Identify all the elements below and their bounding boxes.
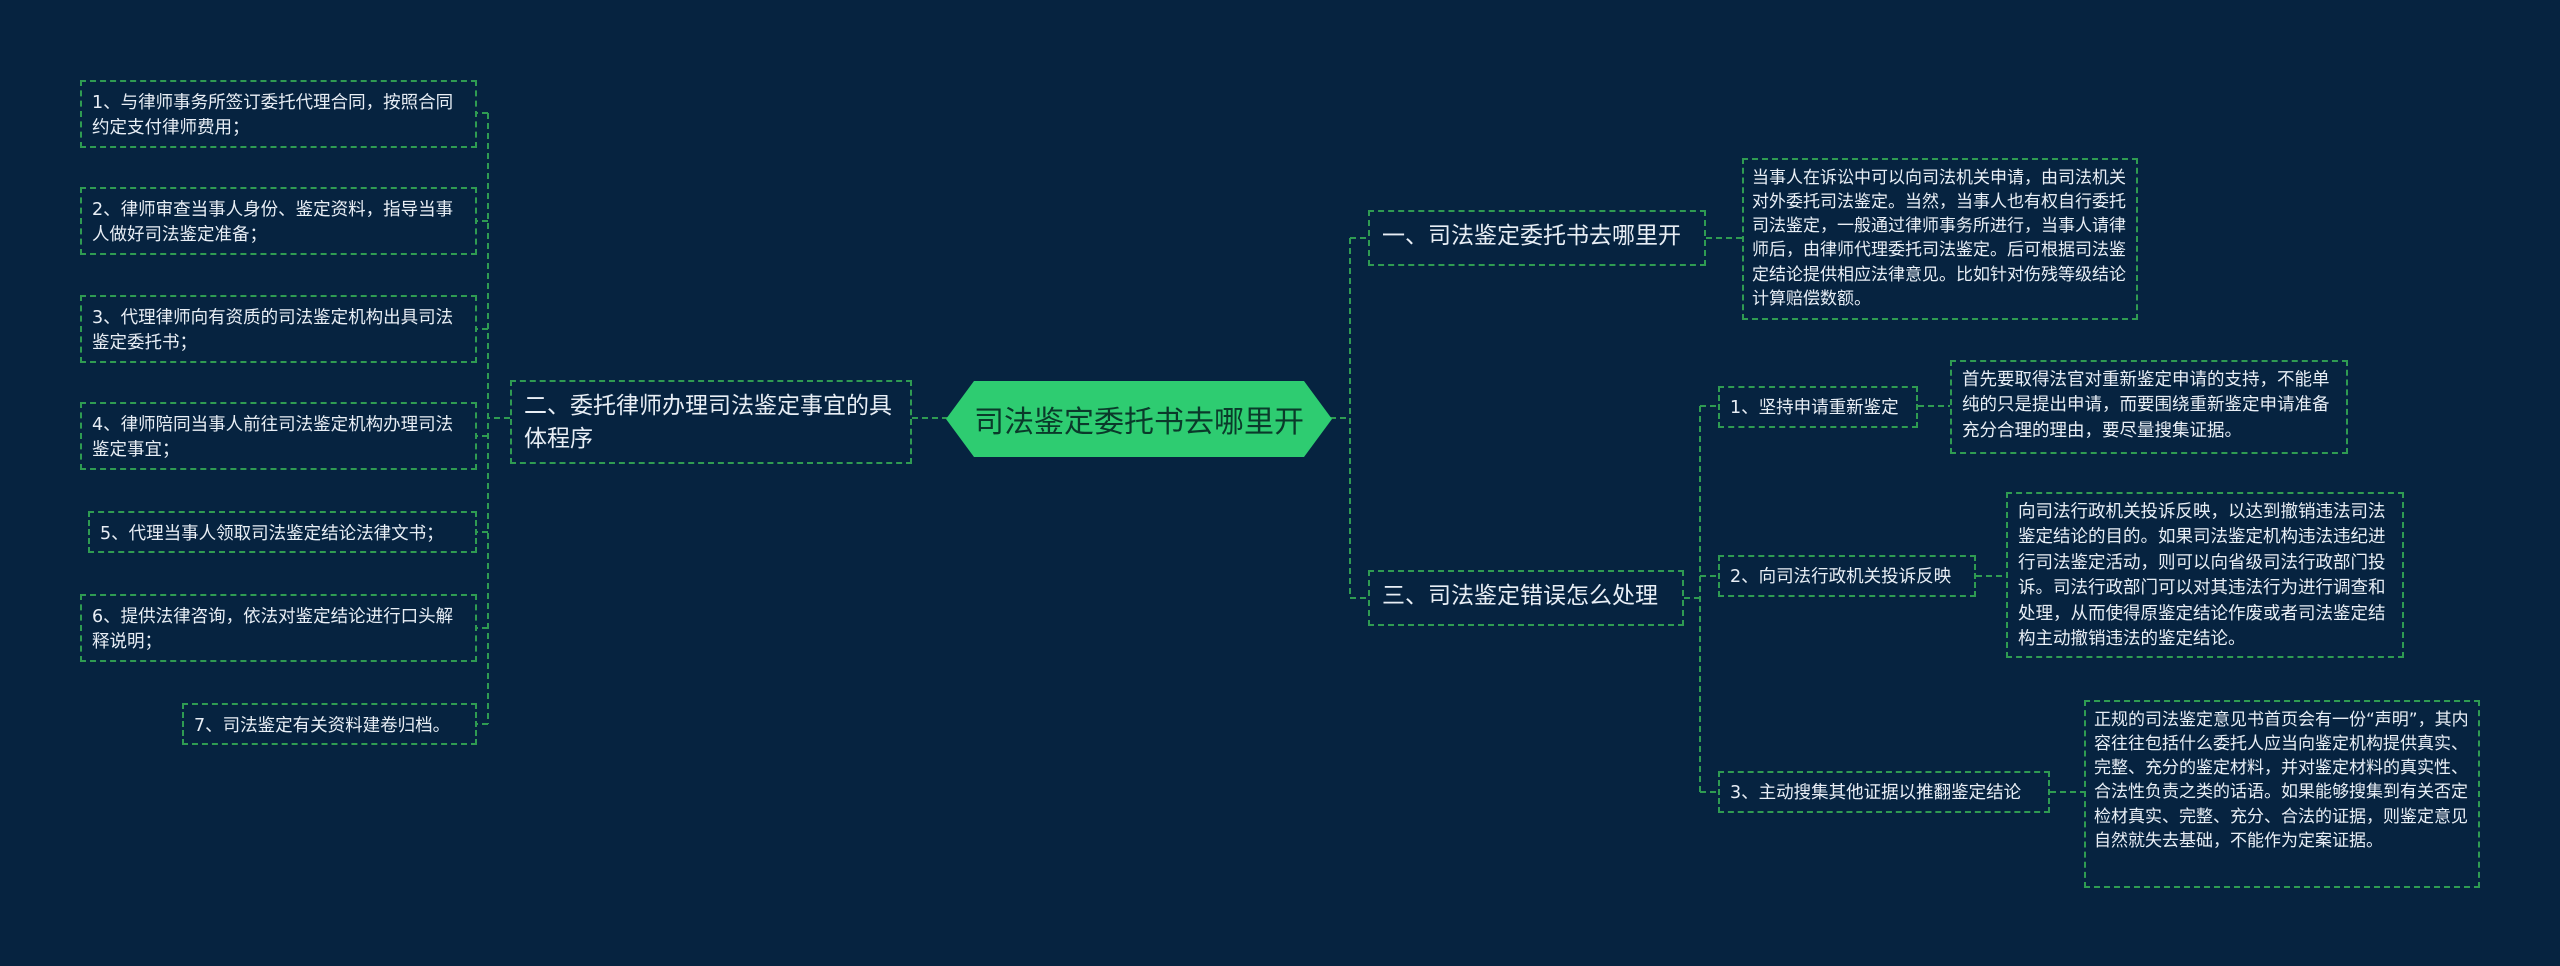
procedure-step-1-text: 1、与律师事务所签订委托代理合同，按照合同约定支付律师费用； <box>92 93 454 139</box>
branch-where-to-issue[interactable]: 一、司法鉴定委托书去哪里开 <box>1368 210 1706 266</box>
branch-procedure[interactable]: 二、委托律师办理司法鉴定事宜的具体程序 <box>510 380 912 464</box>
error-method-3-note[interactable]: 正规的司法鉴定意见书首页会有一份“声明”，其内容往往包括什么委托人应当向鉴定机构… <box>2084 700 2480 888</box>
procedure-step-2[interactable]: 2、律师审查当事人身份、鉴定资料，指导当事人做好司法鉴定准备； <box>80 187 477 255</box>
error-method-2-label: 2、向司法行政机关投诉反映 <box>1730 567 1952 587</box>
procedure-step-3-text: 3、代理律师向有资质的司法鉴定机构出具司法鉴定委托书； <box>92 308 454 354</box>
procedure-step-3[interactable]: 3、代理律师向有资质的司法鉴定机构出具司法鉴定委托书； <box>80 295 477 363</box>
procedure-step-2-text: 2、律师审查当事人身份、鉴定资料，指导当事人做好司法鉴定准备； <box>92 200 454 246</box>
branch-error-handling[interactable]: 三、司法鉴定错误怎么处理 <box>1368 570 1684 626</box>
error-method-2-note-text: 向司法行政机关投诉反映，以达到撤销违法司法鉴定结论的目的。如果司法鉴定机构违法违… <box>2018 502 2386 649</box>
error-method-1-note[interactable]: 首先要取得法官对重新鉴定申请的支持，不能单纯的只是提出申请，而要围绕重新鉴定申请… <box>1950 360 2348 454</box>
error-method-2[interactable]: 2、向司法行政机关投诉反映 <box>1718 555 1976 597</box>
procedure-step-5-text: 5、代理当事人领取司法鉴定结论法律文书； <box>100 524 444 544</box>
error-method-2-note[interactable]: 向司法行政机关投诉反映，以达到撤销违法司法鉴定结论的目的。如果司法鉴定机构违法违… <box>2006 492 2404 658</box>
root-topic[interactable]: 司法鉴定委托书去哪里开 <box>946 381 1332 457</box>
error-method-1-note-text: 首先要取得法官对重新鉴定申请的支持，不能单纯的只是提出申请，而要围绕重新鉴定申请… <box>1962 370 2330 441</box>
root-topic-label: 司法鉴定委托书去哪里开 <box>974 405 1304 440</box>
error-method-3-note-text: 正规的司法鉴定意见书首页会有一份“声明”，其内容往往包括什么委托人应当向鉴定机构… <box>2094 710 2469 851</box>
procedure-step-7-text: 7、司法鉴定有关资料建卷归档。 <box>194 716 451 736</box>
where-to-issue-note[interactable]: 当事人在诉讼中可以向司法机关申请，由司法机关对外委托司法鉴定。当然，当事人也有权… <box>1742 158 2138 320</box>
branch-error-handling-label: 三、司法鉴定错误怎么处理 <box>1382 583 1658 609</box>
error-method-1[interactable]: 1、坚持申请重新鉴定 <box>1718 386 1918 428</box>
error-method-3[interactable]: 3、主动搜集其他证据以推翻鉴定结论 <box>1718 771 2050 813</box>
where-to-issue-note-text: 当事人在诉讼中可以向司法机关申请，由司法机关对外委托司法鉴定。当然，当事人也有权… <box>1752 168 2126 309</box>
procedure-step-4-text: 4、律师陪同当事人前往司法鉴定机构办理司法鉴定事宜； <box>92 415 454 461</box>
procedure-step-6-text: 6、提供法律咨询，依法对鉴定结论进行口头解释说明； <box>92 607 454 653</box>
procedure-step-1[interactable]: 1、与律师事务所签订委托代理合同，按照合同约定支付律师费用； <box>80 80 477 148</box>
procedure-step-5[interactable]: 5、代理当事人领取司法鉴定结论法律文书； <box>88 511 477 553</box>
procedure-step-4[interactable]: 4、律师陪同当事人前往司法鉴定机构办理司法鉴定事宜； <box>80 402 477 470</box>
error-method-1-label: 1、坚持申请重新鉴定 <box>1730 398 1899 418</box>
branch-where-to-issue-label: 一、司法鉴定委托书去哪里开 <box>1382 223 1681 249</box>
procedure-step-7[interactable]: 7、司法鉴定有关资料建卷归档。 <box>182 703 477 745</box>
branch-procedure-label: 二、委托律师办理司法鉴定事宜的具体程序 <box>524 393 892 453</box>
error-method-3-label: 3、主动搜集其他证据以推翻鉴定结论 <box>1730 783 2022 803</box>
procedure-step-6[interactable]: 6、提供法律咨询，依法对鉴定结论进行口头解释说明； <box>80 594 477 662</box>
